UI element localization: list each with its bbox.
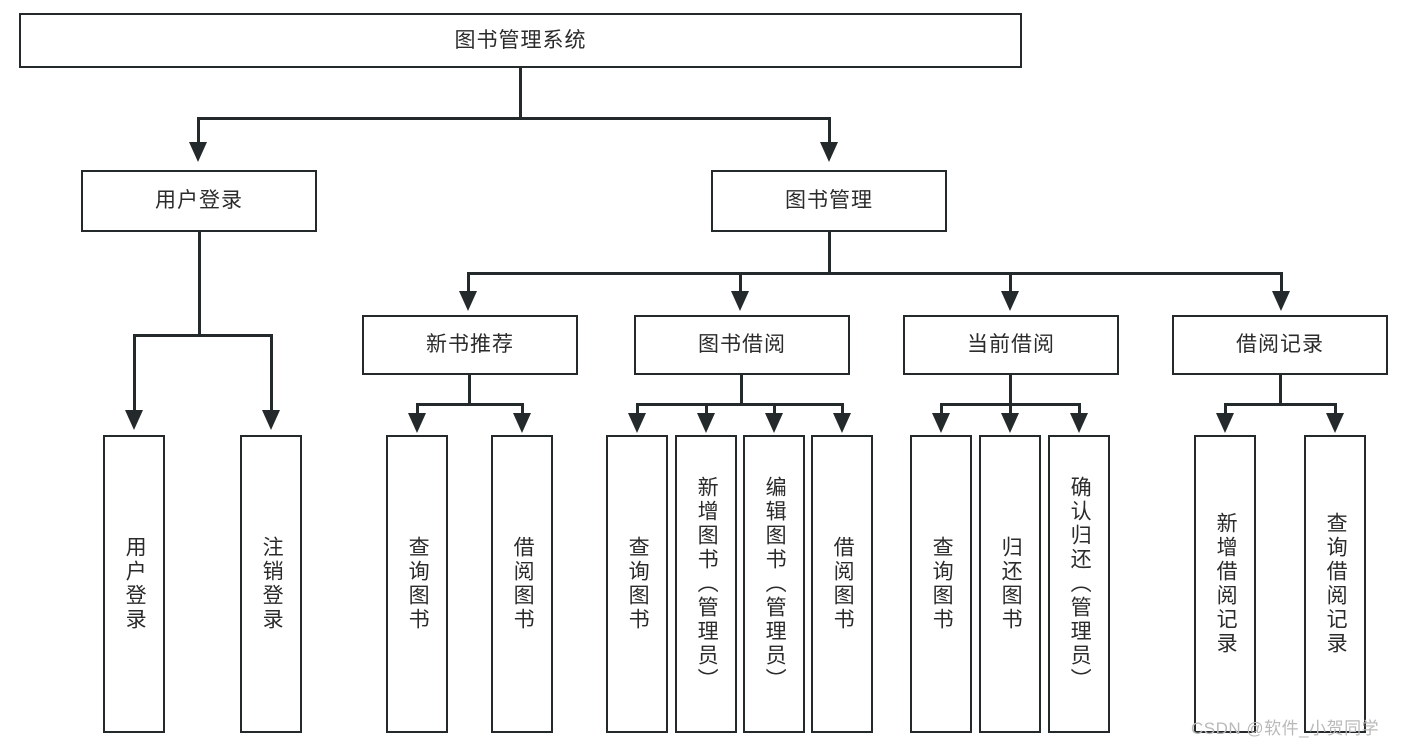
node-label: 注销登录 (260, 536, 284, 632)
leaf-return-book[interactable]: 归还图书 (979, 435, 1041, 733)
node-label: 确认归还（管理员） (1068, 476, 1092, 692)
arrowhead-add-book (697, 413, 715, 433)
edge-bb-to-add (705, 403, 708, 415)
edge-root-bus (197, 117, 831, 120)
edge-cb-to-query (940, 403, 943, 415)
node-label: 当前借阅 (967, 333, 1055, 357)
node-label: 用户登录 (155, 189, 243, 213)
arrowhead-new-book-recommend (459, 291, 477, 311)
edge-new-book-stem (468, 375, 471, 405)
arrowhead-book-borrow (731, 291, 749, 311)
watermark: CSDN @软件_小贺同学 (1191, 719, 1380, 738)
edge-root-to-book-mgmt (828, 117, 831, 144)
node-label: 图书管理 (785, 189, 873, 213)
edge-br-to-add (1224, 403, 1227, 415)
arrowhead-edit-book (765, 413, 783, 433)
edge-br-to-query (1334, 403, 1337, 415)
arrowhead-borrow-record (1272, 291, 1290, 311)
arrowhead-borrow-book-2 (833, 413, 851, 433)
leaf-edit-book-admin[interactable]: 编辑图书（管理员） (743, 435, 805, 733)
edge-book-borrow-bus (636, 403, 844, 406)
node-new-book-recommend[interactable]: 新书推荐 (362, 315, 578, 375)
node-label: 查询图书 (930, 536, 954, 632)
arrowhead-query-book-2 (628, 413, 646, 433)
leaf-confirm-return-admin[interactable]: 确认归还（管理员） (1048, 435, 1110, 733)
node-label: 查询图书 (406, 536, 430, 632)
leaf-query-book-borrow[interactable]: 查询图书 (606, 435, 668, 733)
edge-book-mgmt-stem (828, 232, 831, 274)
node-label: 查询借阅记录 (1324, 512, 1348, 656)
node-label: 图书借阅 (698, 333, 786, 357)
node-label: 图书管理系统 (454, 28, 587, 52)
leaf-add-borrow-record[interactable]: 新增借阅记录 (1194, 435, 1256, 733)
node-root-system[interactable]: 图书管理系统 (19, 13, 1022, 68)
leaf-borrow-book[interactable]: 借阅图书 (811, 435, 873, 733)
arrowhead-leaf-user-login (125, 410, 143, 430)
node-label: 新增借阅记录 (1214, 512, 1238, 656)
leaf-query-book-recommend[interactable]: 查询图书 (386, 435, 448, 733)
arrowhead-current-borrow (1001, 291, 1019, 311)
edge-root-stem (519, 68, 522, 118)
edge-book-mgmt-to-current (1009, 272, 1012, 293)
arrowhead-confirm-return (1070, 413, 1088, 433)
arrowhead-return-book (1001, 413, 1019, 433)
node-label: 用户登录 (123, 536, 147, 632)
leaf-borrow-book-recommend[interactable]: 借阅图书 (491, 435, 553, 733)
node-label: 编辑图书（管理员） (763, 476, 787, 692)
leaf-query-book-current[interactable]: 查询图书 (910, 435, 972, 733)
arrowhead-book-mgmt (820, 142, 838, 162)
edge-bb-to-edit (773, 403, 776, 415)
edge-bb-to-borrow (841, 403, 844, 415)
arrowhead-add-record (1216, 413, 1234, 433)
arrowhead-user-login (189, 142, 207, 162)
node-label: 归还图书 (999, 536, 1023, 632)
node-book-management[interactable]: 图书管理 (711, 170, 947, 232)
edge-cb-to-confirm (1078, 403, 1081, 415)
arrowhead-query-book-1 (408, 413, 426, 433)
arrowhead-query-book-3 (932, 413, 950, 433)
edge-book-borrow-stem (740, 375, 743, 405)
leaf-add-book-admin[interactable]: 新增图书（管理员） (675, 435, 737, 733)
edge-user-login-bus (133, 334, 273, 337)
edge-user-login-stem (198, 232, 201, 337)
edge-root-to-user-login (197, 117, 200, 144)
node-user-login[interactable]: 用户登录 (81, 170, 317, 232)
leaf-query-borrow-record[interactable]: 查询借阅记录 (1304, 435, 1366, 733)
edge-new-book-bus (416, 403, 524, 406)
edge-new-book-to-query (416, 403, 419, 415)
edge-borrow-record-stem (1279, 375, 1282, 405)
edge-new-book-to-borrow (521, 403, 524, 415)
edge-user-login-to-logout (270, 334, 273, 412)
edge-book-mgmt-to-record (1280, 272, 1283, 293)
leaf-logout[interactable]: 注销登录 (240, 435, 302, 733)
edge-book-mgmt-bus (467, 272, 1283, 275)
edge-cb-to-return (1009, 403, 1012, 415)
node-current-borrow[interactable]: 当前借阅 (903, 315, 1119, 375)
edge-current-borrow-stem (1009, 375, 1012, 405)
node-label: 查询图书 (626, 536, 650, 632)
node-label: 借阅记录 (1236, 333, 1324, 357)
arrowhead-leaf-logout (262, 410, 280, 430)
node-label: 新增图书（管理员） (695, 476, 719, 692)
edge-bb-to-query (636, 403, 639, 415)
edge-borrow-record-bus (1224, 403, 1337, 406)
arrowhead-borrow-book-1 (513, 413, 531, 433)
node-label: 借阅图书 (511, 536, 535, 632)
node-label: 新书推荐 (426, 333, 514, 357)
arrowhead-query-record (1326, 413, 1344, 433)
node-book-borrow[interactable]: 图书借阅 (634, 315, 850, 375)
edge-book-mgmt-to-new-book (467, 272, 470, 293)
leaf-user-login[interactable]: 用户登录 (103, 435, 165, 733)
node-label: 借阅图书 (831, 536, 855, 632)
edge-book-mgmt-to-borrow (739, 272, 742, 293)
node-borrow-record[interactable]: 借阅记录 (1172, 315, 1388, 375)
edge-user-login-to-login (133, 334, 136, 412)
